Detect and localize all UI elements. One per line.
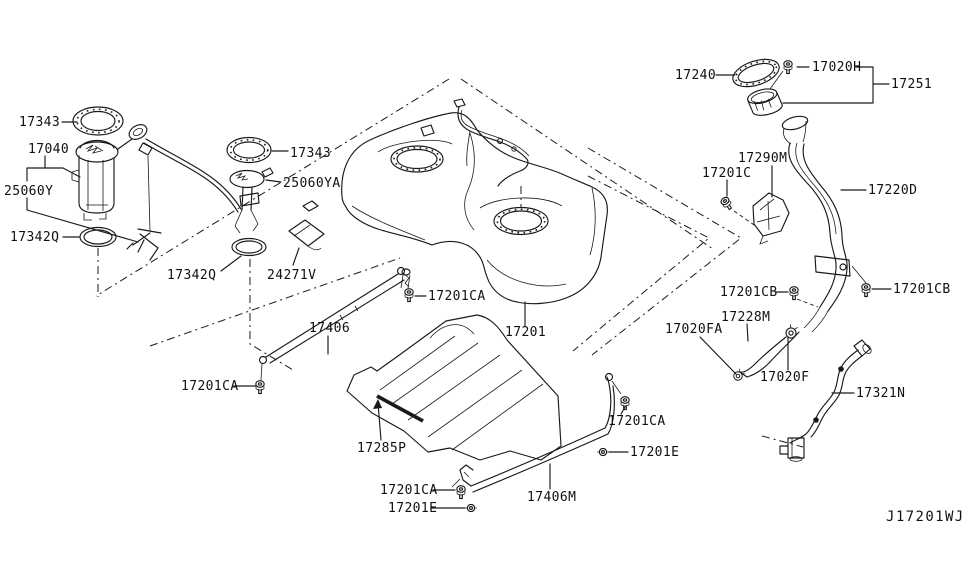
tank-band-rear [451,372,622,493]
label-sender-left: 25060Y [4,184,53,199]
filler-tube [781,115,867,333]
lock-ring-teeth [229,139,269,162]
filler-cap-assembly [732,58,793,116]
filler-tube-protector [719,192,790,245]
hose-clamp-upper [783,323,800,341]
label-clip-e-bottom: 17201E [388,501,437,516]
lock-ring-teeth [76,108,120,134]
diagram-code: J17201WJ [886,509,965,525]
label-seal-right: 17342Q [167,268,216,283]
label-clamp-fa: 17020FA [665,322,723,337]
fasteners [255,283,871,513]
shield-edge-flange [376,394,424,423]
label-pump-assy: 17040 [28,142,69,157]
float-rod [147,155,151,232]
part-labels: 17343 17040 25060Y 17342Q 17343 25060YA … [4,60,965,525]
label-clip-e-right: 17201E [630,445,679,460]
label-pad: 24271V [267,268,316,283]
label-bolt-ca-top: 17201CA [428,289,486,304]
pad-24271V-part [288,219,325,247]
label-band-front: 17406 [309,321,350,336]
tank-opening-right [493,206,549,236]
pump-harness-link [117,138,133,150]
fuel-sender-module-right [226,136,325,257]
fuel-tank-body [341,98,608,305]
tank-band-front [258,266,406,381]
label-cap-seal: 17240 [675,68,716,83]
label-bolt-ca-right: 17201CA [608,414,666,429]
protector-bolt [719,195,735,212]
vent-tube [779,339,872,462]
label-bolt-cb-left: 17201CB [720,285,778,300]
label-bolt-cb-right: 17201CB [893,282,951,297]
tank-protector-shield [346,314,562,461]
seal-ring-right [231,237,267,257]
label-bolt-ca-left: 17201CA [181,379,239,394]
label-lock-ring-right: 17343 [290,146,331,161]
label-filler-hose: 17228M [721,310,770,325]
label-cap-assy: 17251 [891,77,932,92]
label-band-rear: 17406M [527,490,576,505]
fuel-pump-module-left [71,106,242,261]
label-clamp-f: 17020F [760,370,809,385]
clip-17201E-bottom [464,503,478,513]
bolt-17201CA-bottom [456,485,466,500]
label-protector: 17285P [357,441,406,456]
seal-ring-left [79,226,117,248]
label-bolt-c: 17201C [702,166,751,181]
label-tube-protector: 17290M [738,151,787,166]
tube-mount-bracket [814,255,851,277]
cap-tether-pin [783,60,793,75]
tank-opening-left [390,145,444,173]
label-bolt-ca-bottom: 17201CA [380,483,438,498]
fuel-cap [747,88,783,116]
bolt-17201CA-top [404,288,414,303]
clip-17201E-right [596,447,610,457]
sender-harness [145,138,242,210]
bolt-17201CB-right [861,283,871,298]
label-vent-tube: 17321N [856,386,905,401]
label-lock-ring-left: 17343 [19,115,60,130]
label-tank: 17201 [505,325,546,340]
label-seal-left: 17342Q [10,230,59,245]
label-sender-right: 25060YA [283,176,341,191]
label-cap-tether: 17020H [812,60,861,75]
bolt-17201CB-left [789,286,799,301]
label-filler-tube: 17220D [868,183,917,198]
filler-hose [731,323,800,383]
bolt-17201CA-left [255,380,265,395]
vent-tube-elbow [779,437,805,459]
assembly-axis-lines [95,78,804,448]
harness-loop [128,124,148,140]
tank-top-pipes [457,106,529,187]
leader-lines [26,66,892,509]
